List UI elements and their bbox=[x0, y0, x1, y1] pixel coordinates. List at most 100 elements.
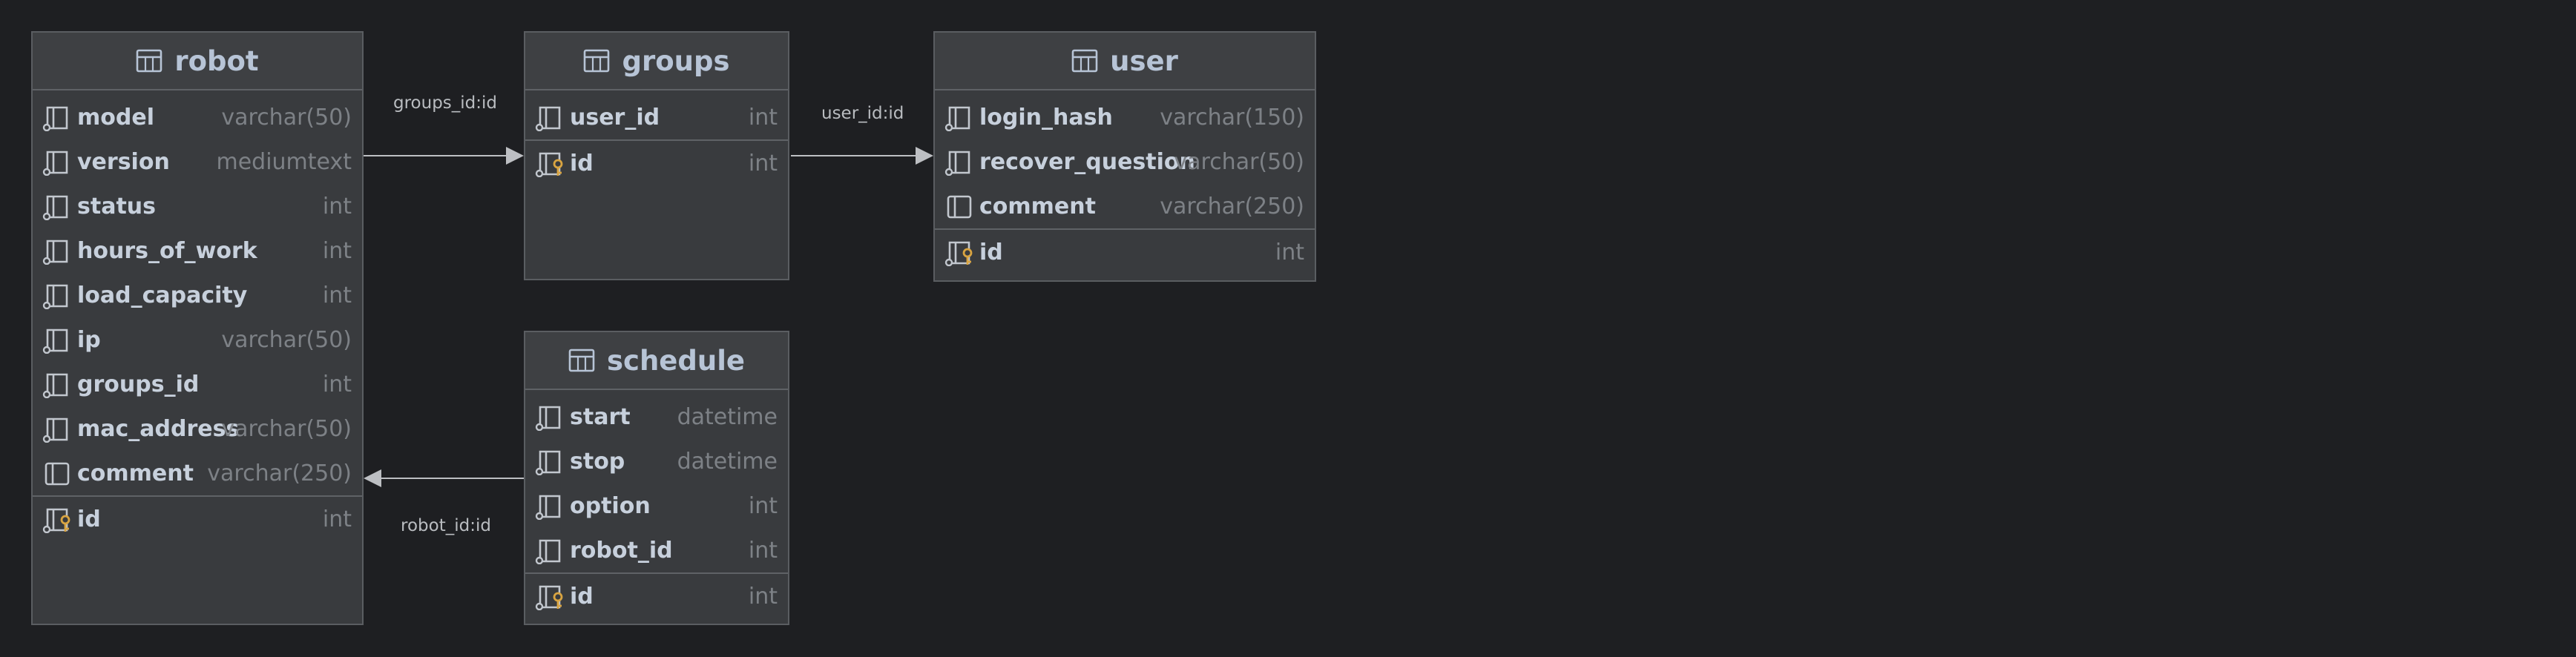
field-name: status bbox=[77, 193, 156, 219]
column-icon bbox=[42, 240, 68, 265]
field-name: mac_address bbox=[77, 415, 240, 442]
table-icon bbox=[568, 349, 595, 372]
column-icon bbox=[944, 151, 970, 176]
field-name: id bbox=[77, 506, 101, 532]
field-type: datetime bbox=[677, 403, 778, 430]
table-row[interactable]: status int bbox=[33, 184, 362, 228]
field-type: int bbox=[322, 371, 352, 397]
table-row[interactable]: robot_id int bbox=[525, 528, 788, 572]
field-name: option bbox=[570, 492, 651, 519]
table-row[interactable]: hours_of_work int bbox=[33, 228, 362, 273]
column-icon bbox=[42, 195, 68, 220]
table-row[interactable]: groups_id int bbox=[33, 362, 362, 406]
field-type: int bbox=[748, 537, 778, 564]
field-name: ip bbox=[77, 326, 101, 353]
field-type: int bbox=[322, 506, 352, 532]
field-name: id bbox=[570, 150, 594, 176]
primary-key-divider bbox=[525, 139, 788, 141]
table-title: user bbox=[1110, 44, 1178, 77]
field-name: id bbox=[979, 239, 1003, 265]
field-type: int bbox=[748, 583, 778, 610]
table-row[interactable]: comment varchar(250) bbox=[935, 184, 1315, 228]
primary-key-row[interactable]: id int bbox=[525, 574, 788, 618]
field-type: int bbox=[748, 150, 778, 176]
field-type: varchar(250) bbox=[1160, 193, 1304, 219]
table-title: groups bbox=[622, 44, 730, 77]
table-row[interactable]: option int bbox=[525, 483, 788, 528]
table-row[interactable]: version mediumtext bbox=[33, 139, 362, 184]
field-name: groups_id bbox=[77, 371, 200, 397]
table-header[interactable]: schedule bbox=[525, 332, 788, 390]
field-type: varchar(50) bbox=[1174, 148, 1304, 175]
primary-key-icon bbox=[42, 508, 70, 533]
table-icon bbox=[137, 49, 162, 73]
field-name: load_capacity bbox=[77, 282, 248, 308]
field-name: recover_question bbox=[979, 148, 1195, 175]
primary-key-divider bbox=[935, 228, 1315, 230]
field-name: hours_of_work bbox=[77, 237, 257, 264]
field-type: int bbox=[322, 237, 352, 264]
column-icon bbox=[535, 539, 561, 564]
column-icon bbox=[42, 328, 68, 354]
arrowhead-icon bbox=[916, 147, 933, 165]
primary-key-divider bbox=[33, 495, 362, 497]
arrowhead-icon bbox=[364, 469, 381, 487]
field-type: datetime bbox=[677, 448, 778, 475]
table-icon bbox=[1071, 49, 1098, 73]
field-name: comment bbox=[979, 193, 1096, 219]
field-type: varchar(50) bbox=[221, 104, 352, 131]
table-row[interactable]: load_capacity int bbox=[33, 273, 362, 317]
field-name: version bbox=[77, 148, 170, 175]
primary-key-icon bbox=[535, 585, 563, 610]
field-type: varchar(150) bbox=[1160, 104, 1304, 131]
relation-label-schedule-robot: robot_id:id bbox=[401, 516, 491, 535]
field-type: int bbox=[748, 492, 778, 519]
field-type: int bbox=[748, 104, 778, 131]
field-type: varchar(50) bbox=[221, 415, 352, 442]
column-plain-icon bbox=[45, 462, 70, 486]
field-type: int bbox=[322, 282, 352, 308]
field-type: int bbox=[322, 193, 352, 219]
column-plain-icon bbox=[947, 195, 972, 219]
table-header[interactable]: user bbox=[935, 33, 1315, 90]
column-icon bbox=[535, 406, 561, 431]
column-icon bbox=[535, 106, 561, 131]
table-header[interactable]: groups bbox=[525, 33, 788, 90]
column-icon bbox=[42, 417, 68, 443]
column-icon bbox=[42, 284, 68, 309]
field-type: varchar(50) bbox=[221, 326, 352, 353]
table-row[interactable]: ip varchar(50) bbox=[33, 317, 362, 362]
table-title: robot bbox=[174, 44, 259, 77]
field-name: comment bbox=[77, 460, 194, 486]
column-icon bbox=[42, 151, 68, 176]
column-icon bbox=[535, 495, 561, 520]
primary-key-row[interactable]: id int bbox=[525, 141, 788, 185]
table-title: schedule bbox=[607, 344, 745, 377]
column-icon bbox=[42, 106, 68, 131]
table-icon bbox=[584, 49, 610, 73]
column-icon bbox=[42, 373, 68, 398]
field-type: mediumtext bbox=[216, 148, 352, 175]
primary-key-divider bbox=[525, 572, 788, 574]
field-name: robot_id bbox=[570, 537, 673, 564]
field-name: id bbox=[570, 583, 594, 610]
field-type: varchar(250) bbox=[207, 460, 352, 486]
primary-key-row[interactable]: id int bbox=[33, 497, 362, 541]
primary-key-icon bbox=[535, 152, 563, 177]
primary-key-icon bbox=[944, 241, 973, 266]
table-header[interactable]: robot bbox=[33, 33, 362, 90]
table-row[interactable]: comment varchar(250) bbox=[33, 451, 362, 495]
